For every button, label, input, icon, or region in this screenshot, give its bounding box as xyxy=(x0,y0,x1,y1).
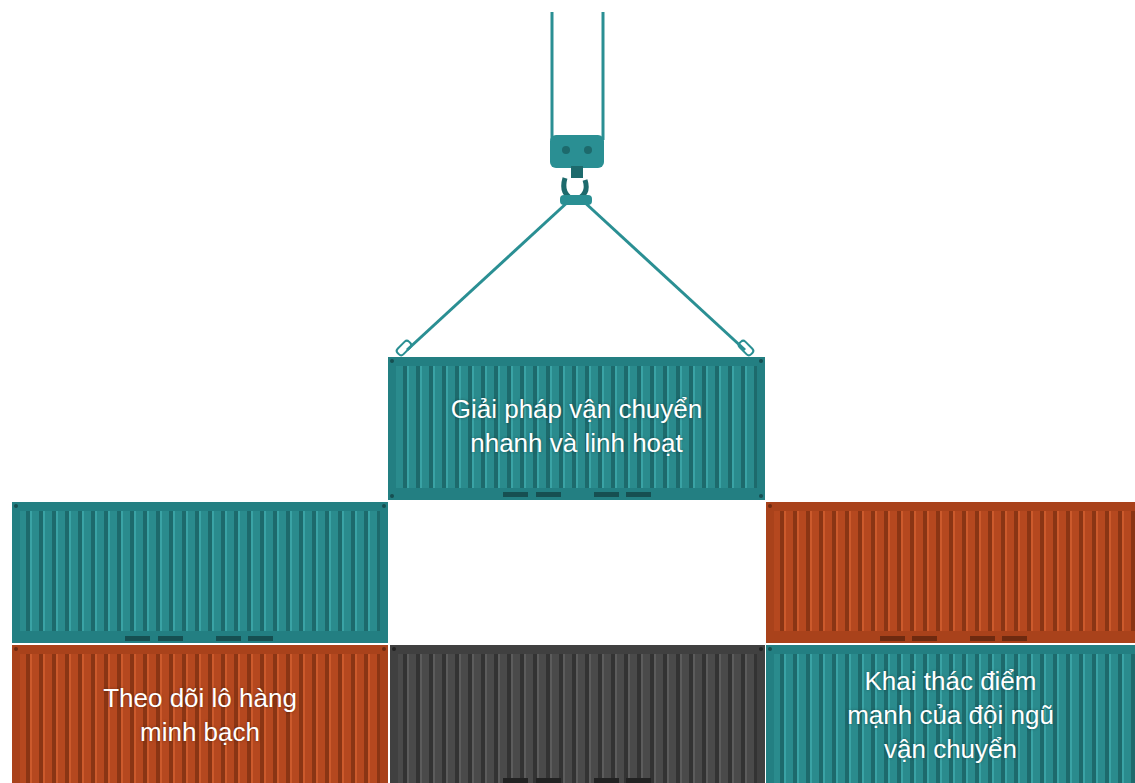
container-label-box: Theo dõi lô hàng minh bạch xyxy=(20,652,380,778)
shipping-container xyxy=(12,645,388,783)
container-label: Khai thác điểm mạnh của đội ngũ vận chuy… xyxy=(838,664,1063,766)
container-label-box: Khai thác điểm mạnh của đội ngũ vận chuy… xyxy=(774,652,1127,778)
container-label: Theo dõi lô hàng minh bạch xyxy=(98,681,303,749)
shipping-container xyxy=(766,502,1135,643)
container-label: Giải pháp vận chuyển nhanh và linh hoạt xyxy=(417,392,737,460)
container-label-box: Giải pháp vận chuyển nhanh và linh hoạt xyxy=(396,364,757,488)
shipping-container xyxy=(388,357,765,500)
shipping-container xyxy=(766,645,1135,783)
crane-hook xyxy=(396,12,755,356)
shipping-container xyxy=(12,502,388,643)
shipping-container xyxy=(390,645,765,783)
